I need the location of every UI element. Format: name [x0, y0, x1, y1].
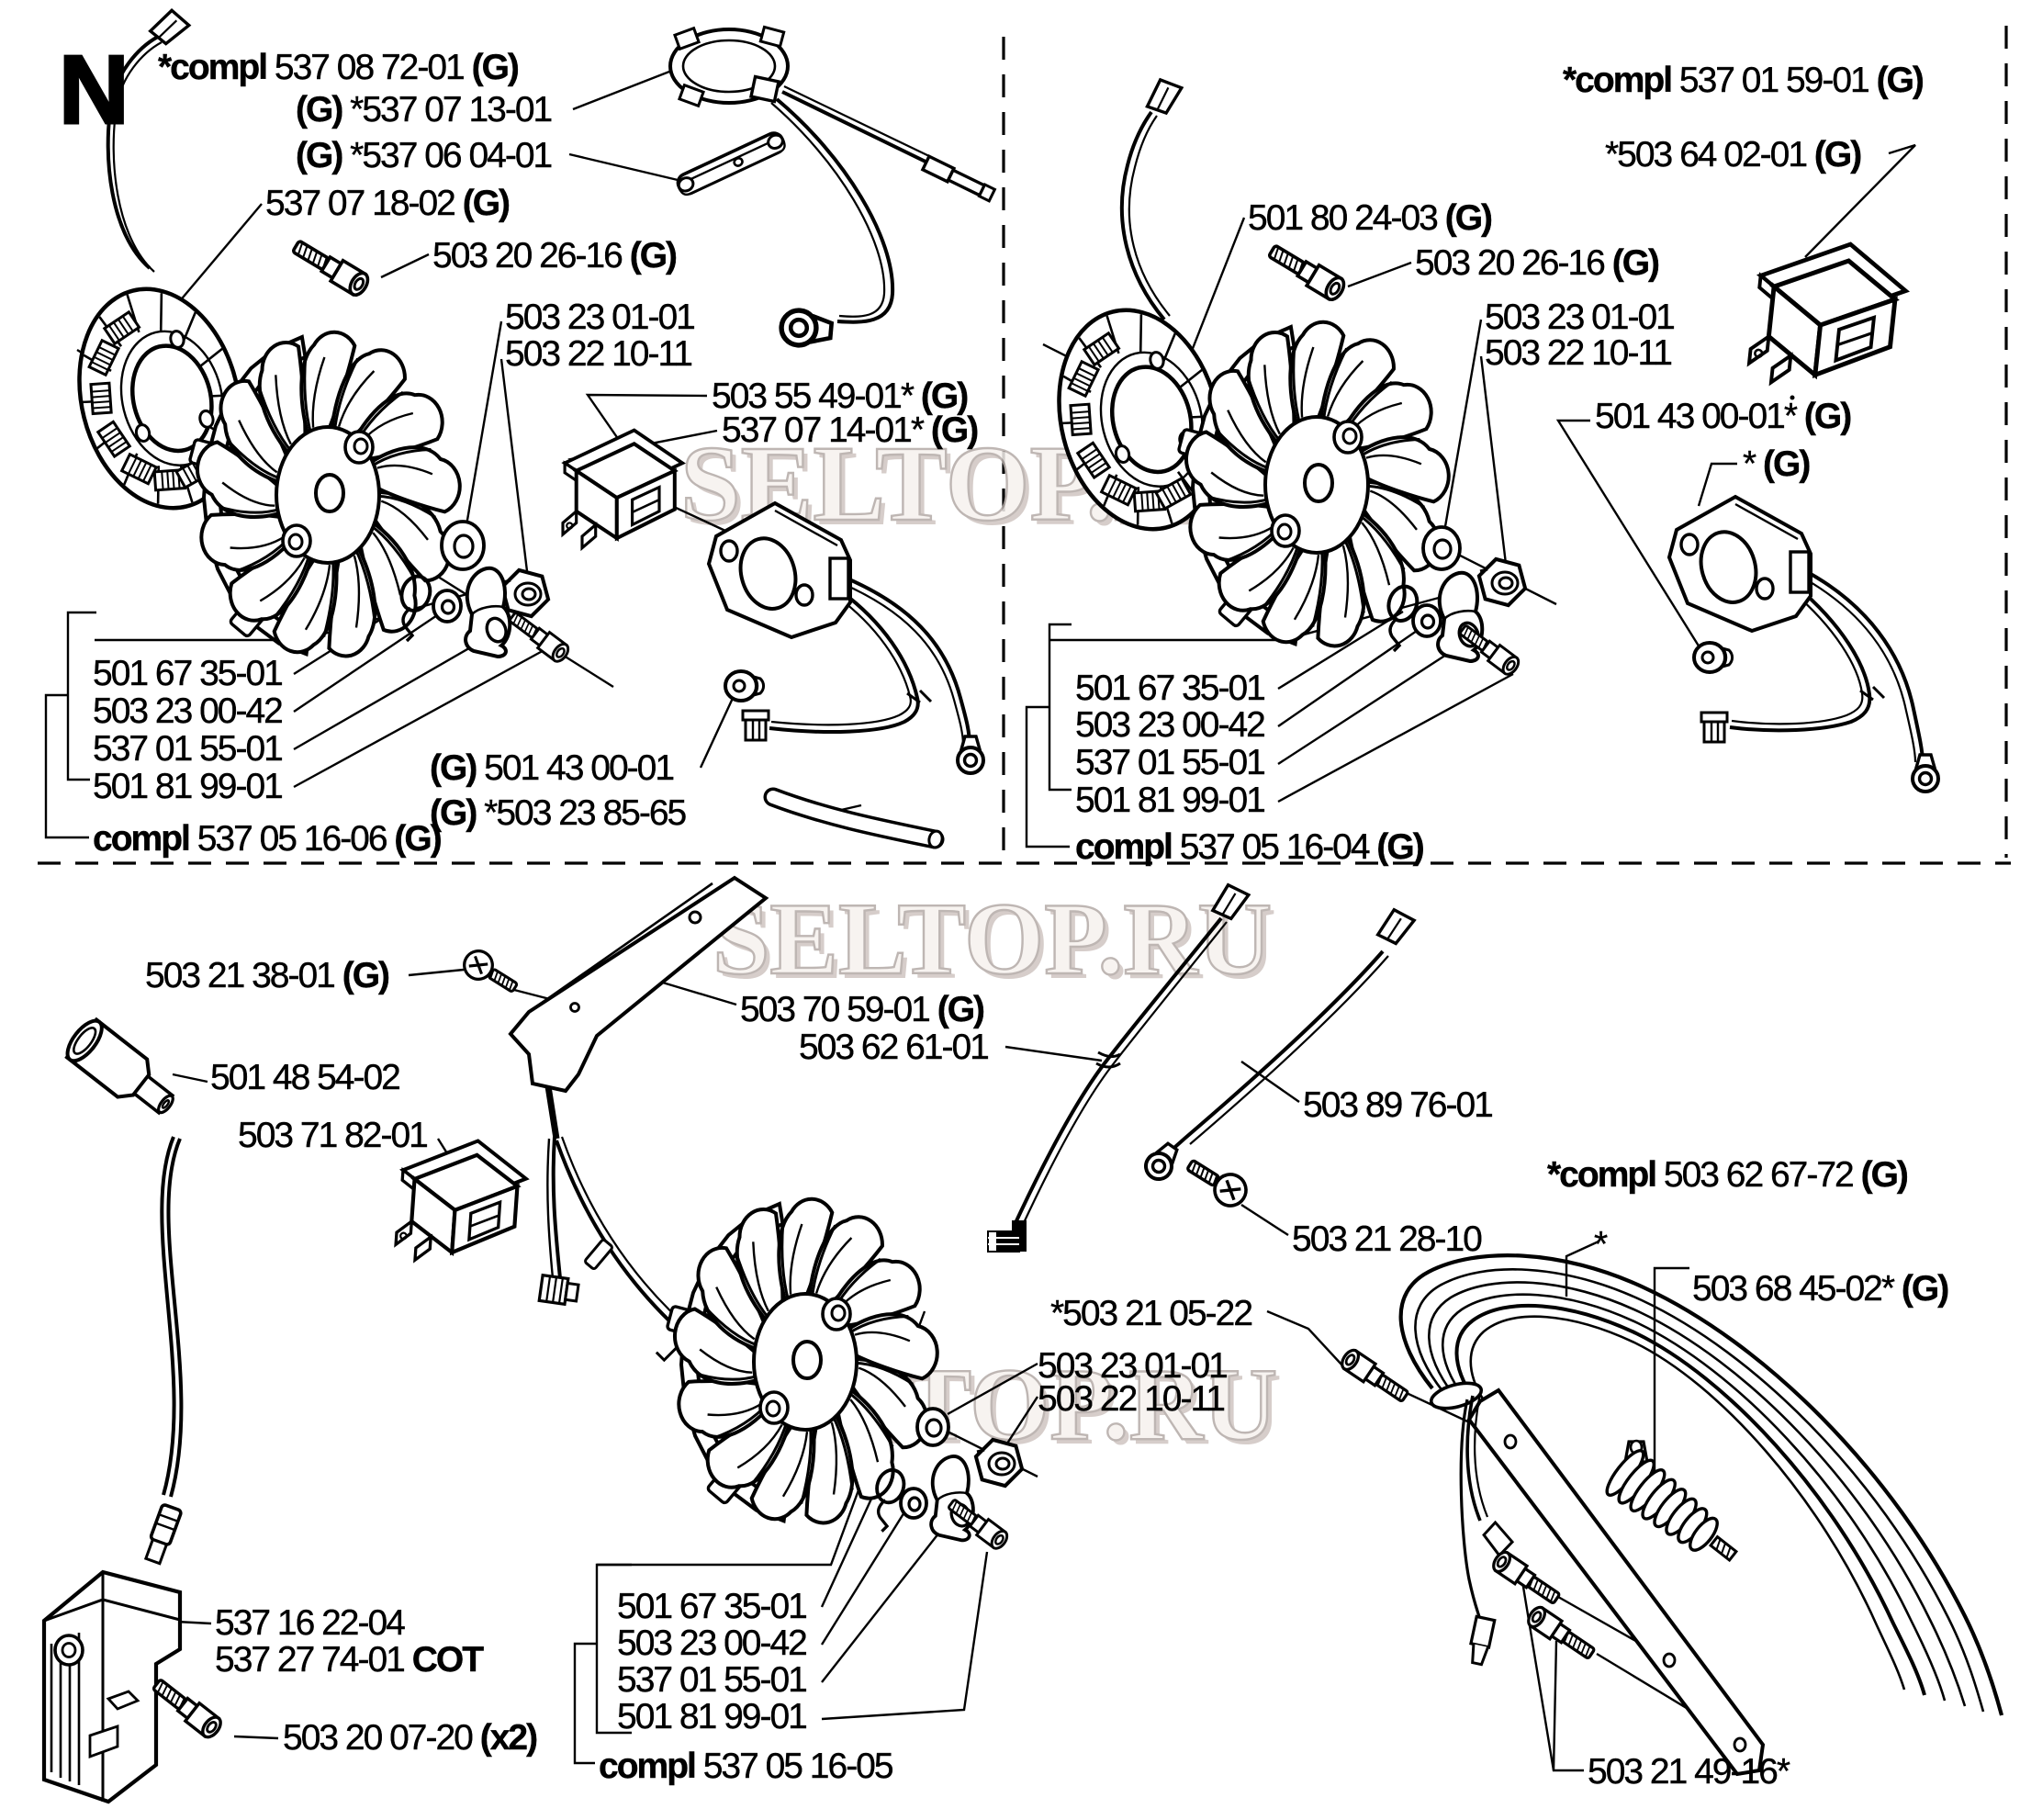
svg-text:503 23 01-01: 503 23 01-01 — [1038, 1346, 1227, 1386]
svg-text:compl 537 05 16-04 (G): compl 537 05 16-04 (G) — [1075, 827, 1424, 867]
svg-text:537 01 55-01: 537 01 55-01 — [1075, 743, 1264, 782]
svg-text:537 07 14-01* (G): 537 07 14-01* (G) — [722, 410, 978, 450]
svg-text:537 01 55-01: 537 01 55-01 — [617, 1660, 806, 1700]
svg-text:537 07 18-02 (G): 537 07 18-02 (G) — [265, 184, 510, 223]
svg-text:501 43 00-01* (G): 501 43 00-01* (G) — [1595, 397, 1851, 436]
svg-text:(G) *503 23 85-65: (G) *503 23 85-65 — [430, 793, 687, 833]
svg-text:503 62 61-01: 503 62 61-01 — [799, 1028, 988, 1067]
svg-text:501 80 24-03 (G): 501 80 24-03 (G) — [1248, 198, 1492, 238]
svg-text:* (G): * (G) — [1743, 444, 1810, 484]
svg-text:503 68 45-02* (G): 503 68 45-02* (G) — [1692, 1269, 1948, 1309]
svg-text:503 89 76-01: 503 89 76-01 — [1303, 1085, 1492, 1125]
svg-text:501 81 99-01: 501 81 99-01 — [617, 1697, 806, 1736]
svg-text:*compl 537 01 59-01 (G): *compl 537 01 59-01 (G) — [1563, 61, 1924, 100]
svg-text:503 20 07-20 (x2): 503 20 07-20 (x2) — [283, 1718, 537, 1758]
svg-text:503 20 26-16 (G): 503 20 26-16 (G) — [1415, 243, 1659, 283]
svg-text:N: N — [59, 36, 129, 144]
svg-text:*503 64 02-01 (G): *503 64 02-01 (G) — [1605, 135, 1861, 174]
svg-text:501 81 99-01: 501 81 99-01 — [1075, 781, 1264, 820]
svg-text:501 81 99-01: 501 81 99-01 — [93, 767, 282, 806]
svg-text:*503 21 05-22: *503 21 05-22 — [1050, 1294, 1251, 1333]
svg-text:*compl 537 08 72-01 (G): *compl 537 08 72-01 (G) — [158, 48, 519, 87]
svg-text:503 23 01-01: 503 23 01-01 — [1485, 298, 1674, 337]
svg-text:503 23 00-42: 503 23 00-42 — [93, 691, 282, 731]
svg-text:503 21 38-01 (G): 503 21 38-01 (G) — [145, 956, 389, 995]
svg-text:SELTOP.RU: SELTOP.RU — [717, 887, 1276, 1001]
svg-text:503 70 59-01 (G): 503 70 59-01 (G) — [740, 990, 984, 1029]
svg-text:503 23 01-01: 503 23 01-01 — [505, 298, 694, 337]
svg-text:501 48 54-02: 501 48 54-02 — [210, 1058, 399, 1097]
svg-text:503 20 26-16 (G): 503 20 26-16 (G) — [432, 236, 677, 275]
svg-text:503 21 28-10: 503 21 28-10 — [1292, 1219, 1482, 1259]
svg-text:537 27 74-01 COT: 537 27 74-01 COT — [215, 1640, 484, 1680]
svg-text:501 67 35-01: 501 67 35-01 — [93, 654, 282, 693]
svg-text:503 71 82-01: 503 71 82-01 — [238, 1116, 427, 1155]
svg-text:503 23 00-42: 503 23 00-42 — [617, 1623, 806, 1663]
svg-text:*compl 503 62 67-72 (G): *compl 503 62 67-72 (G) — [1547, 1155, 1908, 1195]
svg-text:537 16 22-04: 537 16 22-04 — [215, 1603, 405, 1643]
svg-text:501 67 35-01: 501 67 35-01 — [1075, 668, 1264, 708]
svg-text:(G) *537 06 04-01: (G) *537 06 04-01 — [296, 136, 552, 175]
svg-text:503 55 49-01* (G): 503 55 49-01* (G) — [712, 376, 968, 416]
svg-text:503 23 00-42: 503 23 00-42 — [1075, 705, 1264, 745]
svg-text:compl 537 05 16-06 (G): compl 537 05 16-06 (G) — [93, 819, 442, 859]
svg-text:503 22 10-11: 503 22 10-11 — [1038, 1379, 1224, 1419]
svg-text:537 01 55-01: 537 01 55-01 — [93, 729, 282, 769]
svg-text:(G) *537 07 13-01: (G) *537 07 13-01 — [296, 90, 552, 129]
svg-text:SELTOP.RU: SELTOP.RU — [713, 882, 1272, 996]
svg-text:501 67 35-01: 501 67 35-01 — [617, 1587, 806, 1626]
svg-text:503 22 10-11: 503 22 10-11 — [1485, 333, 1671, 373]
svg-text:(G) 501 43 00-01: (G) 501 43 00-01 — [430, 748, 673, 788]
svg-text:*: * — [1594, 1225, 1608, 1264]
svg-text:503 21 49-16*: 503 21 49-16* — [1588, 1752, 1790, 1792]
svg-text:compl 537 05 16-05: compl 537 05 16-05 — [599, 1747, 893, 1786]
svg-text:503 22 10-11: 503 22 10-11 — [505, 334, 691, 374]
